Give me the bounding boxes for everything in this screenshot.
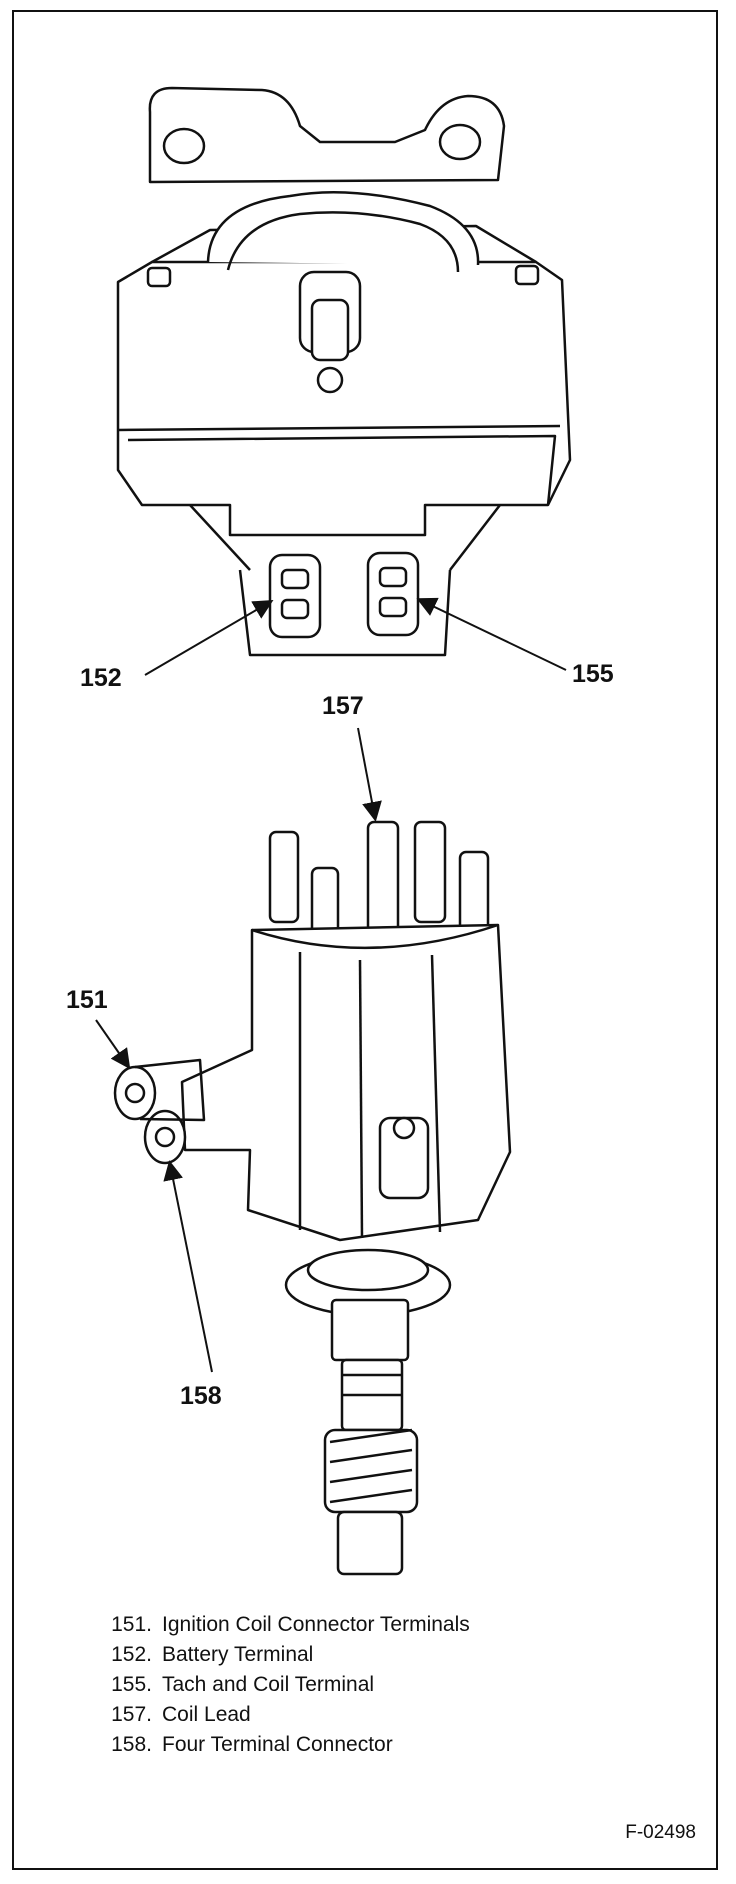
legend-number: 158.	[111, 1733, 152, 1756]
distributor	[113, 820, 512, 1576]
legend-text: Four Terminal Connector	[162, 1733, 393, 1756]
legend-text: Battery Terminal	[162, 1643, 314, 1666]
legend-text: Ignition Coil Connector Terminals	[162, 1613, 470, 1636]
leader-158	[163, 1160, 213, 1373]
legend-number: 157.	[111, 1703, 152, 1726]
ignition-coil	[116, 86, 572, 657]
callout-151: 151	[66, 986, 108, 1014]
legend-item-152: 152. Battery Terminal	[102, 1640, 470, 1670]
figure-id: F-02498	[625, 1822, 696, 1843]
leader-152	[144, 599, 274, 676]
leader-155	[416, 597, 567, 671]
callout-158: 158	[180, 1382, 222, 1410]
callout-leaders	[95, 597, 567, 1373]
legend-number: 152.	[111, 1643, 152, 1666]
legend-text: Tach and Coil Terminal	[162, 1673, 375, 1696]
legend-text: Coil Lead	[162, 1703, 251, 1726]
legend-number: 151.	[111, 1613, 152, 1636]
legend-item-151: 151. Ignition Coil Connector Terminals	[102, 1610, 470, 1640]
leader-151	[95, 1019, 131, 1070]
callout-152: 152	[80, 664, 122, 692]
parts-legend: 151. Ignition Coil Connector Terminals 1…	[102, 1610, 470, 1760]
callout-157: 157	[322, 692, 364, 720]
callout-155: 155	[572, 660, 614, 688]
legend-number: 155.	[111, 1673, 152, 1696]
legend-item-155: 155. Tach and Coil Terminal	[102, 1670, 470, 1700]
figure-frame	[12, 10, 718, 1870]
leader-157	[357, 727, 382, 822]
legend-item-157: 157. Coil Lead	[102, 1700, 470, 1730]
legend-item-158: 158. Four Terminal Connector	[102, 1730, 470, 1760]
